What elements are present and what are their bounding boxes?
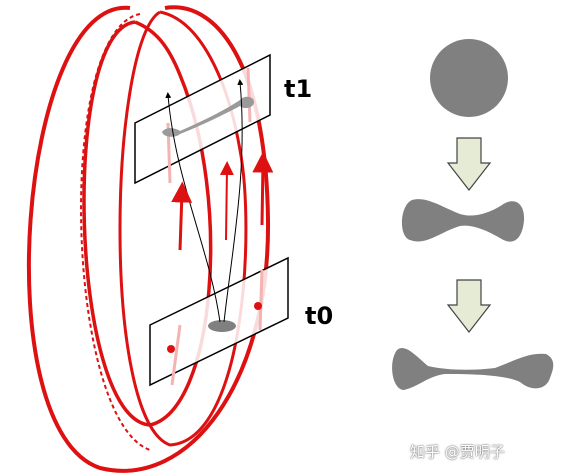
- section-blob-t1: [162, 96, 254, 137]
- section-plane-t1: [134, 53, 271, 185]
- pinched-shape: [401, 199, 525, 242]
- label-t0: t0: [305, 302, 333, 330]
- trajectory-point-right: [254, 302, 262, 310]
- shape-evolution: [392, 39, 554, 390]
- red-flow-arrow-left: [171, 181, 193, 251]
- label-t1: t1: [284, 75, 312, 103]
- section-blob-t0: [208, 320, 236, 332]
- down-arrow-icon-2: [446, 279, 492, 333]
- red-flow-arrow-middle: [219, 161, 234, 241]
- stretched-shape: [392, 348, 554, 390]
- flow-trajectories: [165, 79, 274, 323]
- torus-back-contour: [80, 13, 151, 451]
- black-trajectory-right: [223, 79, 244, 323]
- trajectory-point-left: [167, 345, 175, 353]
- red-flow-arrow-right: [252, 151, 274, 226]
- black-trajectory-left: [165, 92, 221, 323]
- down-arrow-icon: [446, 137, 492, 191]
- watermark-text: 知乎 @贾明子: [410, 443, 505, 461]
- torus-inner-contour: [82, 20, 213, 427]
- initial-disk: [430, 39, 508, 117]
- section-plane-t0: [149, 256, 289, 387]
